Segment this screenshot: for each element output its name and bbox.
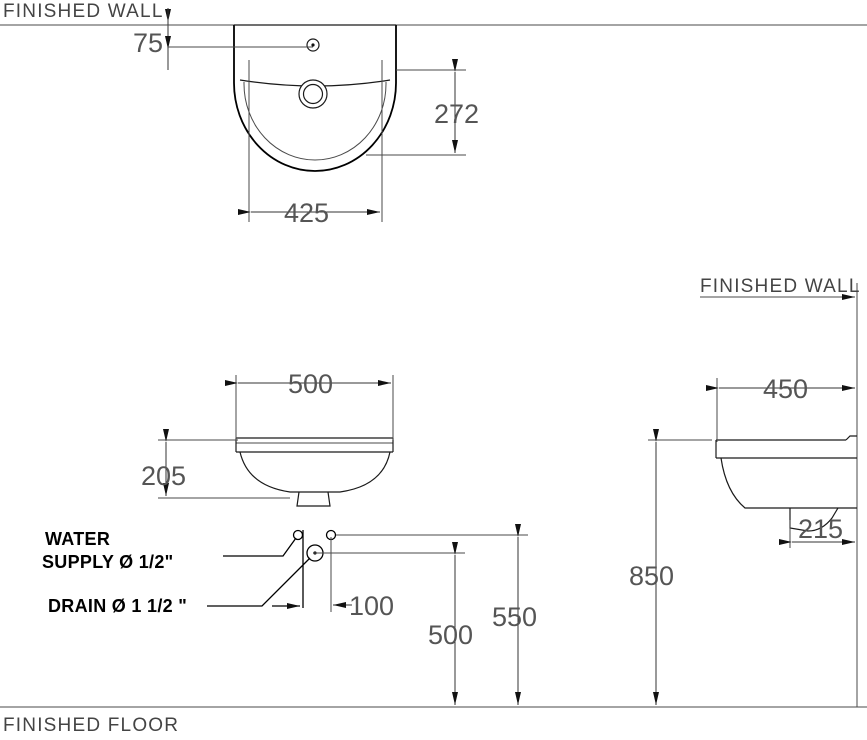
dim-205-value: 205: [141, 461, 186, 491]
plan-view-group: 75 272 425: [0, 9, 867, 228]
front-bowl-profile: [239, 451, 391, 493]
water-supply-leader: [223, 537, 297, 557]
dim-425-value: 425: [284, 198, 329, 228]
dim-500w-value: 500: [288, 369, 333, 399]
side-elevation-group: 450 215 850: [629, 283, 858, 707]
side-bowl-profile: [720, 457, 857, 509]
dim-100-value: 100: [349, 591, 394, 621]
label-finished-wall-top: FINISHED WALL: [3, 1, 164, 22]
drain-leader: [207, 557, 311, 607]
dim-75-value: 75: [133, 28, 163, 58]
dim-850-value: 850: [629, 561, 674, 591]
dim-272-value: 272: [434, 99, 479, 129]
drain-inner-circle-plan: [302, 83, 324, 105]
dim-450-value: 450: [763, 374, 808, 404]
label-drain: DRAIN Ø 1 1/2 ": [48, 596, 187, 616]
front-elevation-group: 500 205 100 500: [141, 369, 537, 705]
water-supply-point-left: [292, 529, 304, 541]
basin-plan-inner-bowl: [243, 82, 387, 161]
dim-215-value: 215: [798, 514, 843, 544]
label-finished-wall-right: FINISHED WALL: [700, 276, 861, 297]
side-rim-wall-joint: [845, 435, 857, 441]
label-water-supply-line1: WATER: [45, 529, 110, 549]
basin-plan-outer-outline: [233, 25, 397, 172]
dim-500h-value: 500: [428, 620, 473, 650]
front-waste-spout: [296, 491, 331, 507]
side-waste-spout: [789, 507, 839, 532]
label-finished-floor: FINISHED FLOOR: [3, 715, 179, 736]
dim-550-value: 550: [492, 602, 537, 632]
label-water-supply-line2: SUPPLY Ø 1/2": [42, 552, 174, 572]
faucet-hole-center-dot: [311, 43, 315, 47]
